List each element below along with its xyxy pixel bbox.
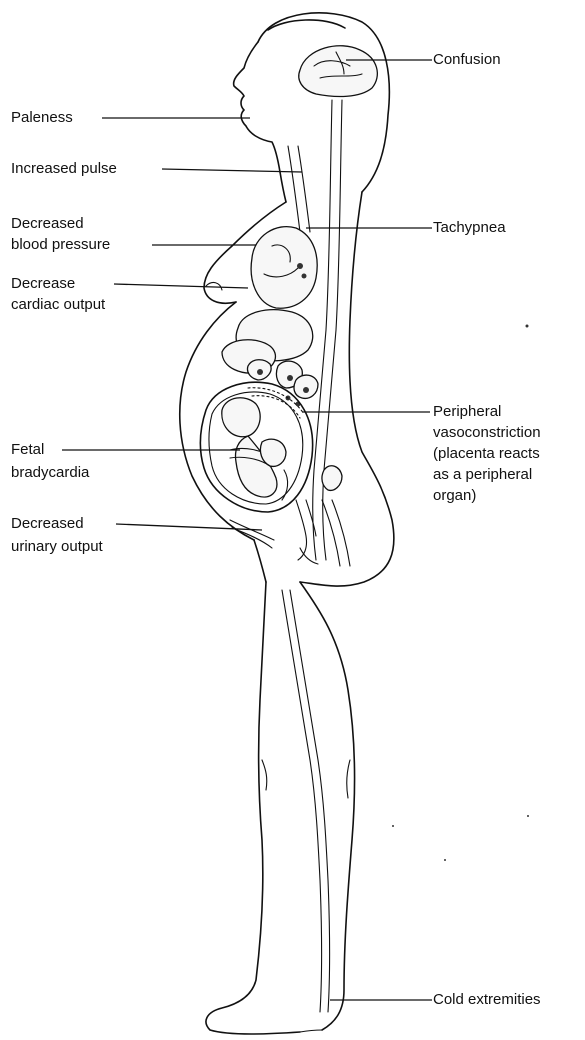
label-tachypnea: Tachypnea — [433, 218, 506, 237]
brain — [299, 46, 378, 97]
label-confusion: Confusion — [433, 50, 501, 69]
label-peripheral-line4: as a peripheral — [433, 465, 532, 484]
leg-vessels — [282, 590, 330, 1012]
label-decreased-bp-line1: Decreased — [11, 214, 84, 233]
label-peripheral-line1: Peripheral — [433, 402, 501, 421]
label-paleness: Paleness — [11, 108, 73, 127]
label-peripheral-line2: vasoconstriction — [433, 423, 541, 442]
leader-increased-pulse — [162, 169, 302, 172]
label-urinary-line2: urinary output — [11, 537, 103, 556]
label-urinary-line1: Decreased — [11, 514, 84, 533]
abdominal-organs — [222, 310, 318, 407]
label-fetal-line2: bradycardia — [11, 463, 89, 482]
heart-lungs — [251, 227, 317, 309]
body-outline — [180, 13, 394, 1034]
leader-lines — [62, 60, 432, 1000]
label-decrease-co-line2: cardiac output — [11, 295, 105, 314]
label-cold-extremities: Cold extremities — [433, 990, 541, 1009]
label-increased-pulse: Increased pulse — [11, 159, 117, 178]
leader-decrease-co — [114, 284, 248, 288]
label-decreased-bp-line2: blood pressure — [11, 235, 110, 254]
label-decrease-co-line1: Decrease — [11, 274, 75, 293]
label-peripheral-line3: (placenta reacts — [433, 444, 540, 463]
label-fetal-line1: Fetal — [11, 440, 44, 459]
label-peripheral-line5: organ) — [433, 486, 476, 505]
